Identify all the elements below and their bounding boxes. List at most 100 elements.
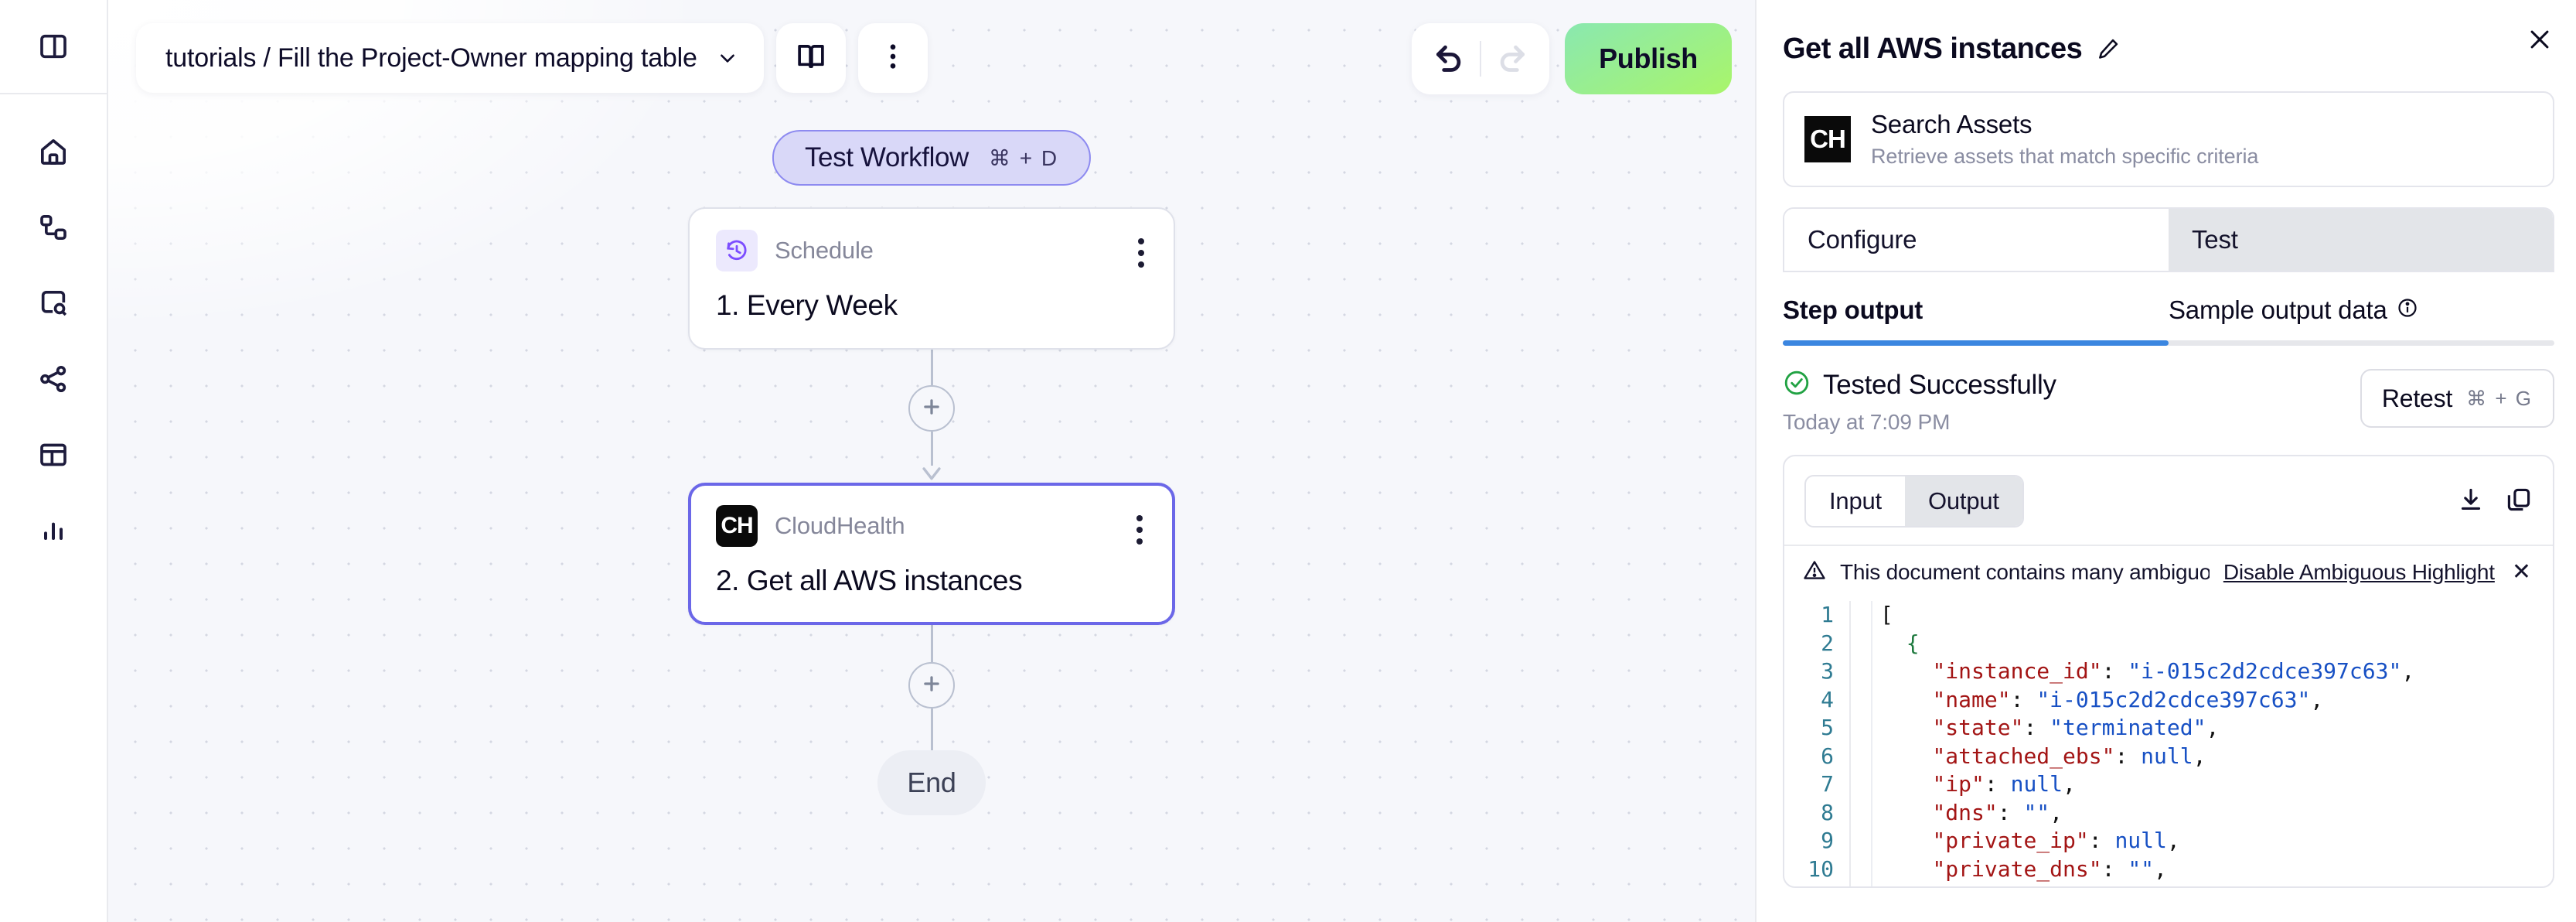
tab-test[interactable]: Test <box>2169 209 2553 271</box>
bar-chart-icon <box>38 515 69 546</box>
connector-line <box>930 709 933 750</box>
asset-card[interactable]: CH Search Assets Retrieve assets that ma… <box>1783 91 2554 187</box>
node-title: 2. Get all AWS instances <box>716 565 1023 596</box>
code-line: "private_ip": null, <box>1932 828 2180 853</box>
redo-button[interactable] <box>1481 23 1542 94</box>
tab-configure[interactable]: Configure <box>1784 209 2169 271</box>
segment-output[interactable]: Output <box>1904 476 2022 526</box>
segment-input[interactable]: Input <box>1829 487 1882 514</box>
check-circle-icon <box>1783 369 1811 401</box>
sidebar-item-workflows[interactable] <box>24 198 83 257</box>
ambiguous-unicode-warning: This document contains many ambiguous un… <box>1784 545 2553 596</box>
line-number: 1 <box>1821 602 1834 627</box>
node-menu-icon[interactable] <box>1132 511 1147 549</box>
end-node[interactable]: End <box>877 750 986 815</box>
asset-text: Search Assets Retrieve assets that match… <box>1871 110 2258 169</box>
rail-top <box>0 0 107 93</box>
breadcrumb-dropdown[interactable]: tutorials / Fill the Project-Owner mappi… <box>136 23 764 93</box>
disable-ambiguous-highlight-link[interactable]: Disable Ambiguous Highlight <box>2223 559 2495 584</box>
asset-description: Retrieve assets that match specific crit… <box>1871 145 2259 168</box>
sidebar-item-analytics[interactable] <box>24 501 83 560</box>
add-step-button-2[interactable] <box>908 662 955 709</box>
io-segmented-control: Input Output <box>1804 475 2024 528</box>
asset-name: Search Assets <box>1871 110 2033 138</box>
status-label: Tested Successfully <box>1823 369 2056 400</box>
line-number: 8 <box>1821 799 1834 825</box>
line-number: 7 <box>1821 771 1834 797</box>
add-step-button-1[interactable] <box>908 385 955 432</box>
toolbar-separator <box>1480 41 1482 77</box>
line-number: 5 <box>1821 715 1834 740</box>
retest-label: Retest <box>2381 384 2453 412</box>
code-actions <box>2457 486 2533 517</box>
code-line: "attached_ebs": null, <box>1932 743 2206 769</box>
test-workflow-button[interactable]: Test Workflow ⌘ + D <box>772 130 1092 186</box>
publish-button[interactable]: Publish <box>1565 23 1732 94</box>
page-title: Get all AWS instances <box>1783 32 2083 65</box>
home-icon <box>38 136 69 167</box>
node-title: 1. Every Week <box>716 289 898 321</box>
code-line: "name": "i-015c2d2cdce397c63", <box>1932 686 2324 712</box>
info-icon <box>2397 295 2418 325</box>
rail-divider <box>0 93 107 94</box>
node-type-label: CloudHealth <box>775 512 905 539</box>
test-status-row: Tested Successfully Today at 7:09 PM Ret… <box>1783 369 2554 435</box>
line-number-gutter: 12345678910111213 <box>1784 601 1849 886</box>
copy-icon[interactable] <box>2505 486 2533 517</box>
dismiss-warning-button[interactable]: ✕ <box>2511 559 2531 585</box>
subtab-sample-output-data[interactable]: Sample output data <box>2169 278 2554 340</box>
download-icon[interactable] <box>2457 486 2485 517</box>
more-options-button[interactable] <box>857 23 928 93</box>
pencil-icon[interactable] <box>2096 36 2121 61</box>
close-panel-button[interactable] <box>2527 26 2553 53</box>
code-lines: [ { "instance_id": "i-015c2d2cdce397c63"… <box>1849 601 2553 886</box>
sidebar-item-connections[interactable] <box>24 350 83 408</box>
subtab-label: Sample output data <box>2169 295 2387 324</box>
panel-subtabs: Step output Sample output data <box>1783 278 2554 340</box>
rail-items <box>0 94 107 560</box>
workflow-nodes-icon <box>38 212 69 243</box>
code-line: [ <box>1880 602 1893 627</box>
undo-button[interactable] <box>1419 23 1480 94</box>
workflow-node-cloudhealth[interactable]: CH CloudHealth 2. Get all AWS instances <box>688 483 1175 625</box>
retest-button[interactable]: Retest ⌘ + G <box>2360 369 2554 428</box>
line-number: 2 <box>1821 630 1834 656</box>
warning-message: This document contains many ambiguous un… <box>1840 559 2210 584</box>
canvas-topbar-right: Publish <box>1412 23 1732 94</box>
workflow-node-schedule[interactable]: Schedule 1. Every Week <box>688 207 1175 350</box>
book-icon <box>795 40 827 77</box>
table-icon <box>38 439 69 470</box>
sidebar-item-tables[interactable] <box>24 425 83 484</box>
connector-arrow-icon <box>918 466 945 483</box>
code-line: "ip": null, <box>1932 771 2076 797</box>
redo-icon <box>1494 40 1528 78</box>
subtab-step-output[interactable]: Step output <box>1783 278 2169 340</box>
sidebar-item-search[interactable] <box>24 274 83 333</box>
json-output-viewer[interactable]: 12345678910111213 [ { "instance_id": "i-… <box>1784 596 2553 886</box>
code-toolbar: Input Output <box>1784 456 2553 545</box>
documentation-button[interactable] <box>775 23 846 93</box>
panel-toggle-button[interactable] <box>24 17 83 76</box>
subtab-underline <box>1783 340 2554 346</box>
node-header: Schedule <box>716 229 1147 272</box>
cloudhealth-logo: CH <box>1804 116 1851 162</box>
connector-1 <box>688 350 1175 483</box>
code-line: "dns": "", <box>1932 799 2063 825</box>
workflow-flow: Schedule 1. Every Week <box>688 207 1175 815</box>
panel-tabs: Configure Test <box>1783 207 2554 272</box>
workflow-canvas[interactable]: tutorials / Fill the Project-Owner mappi… <box>108 0 1755 922</box>
line-number: 10 <box>1808 855 1834 882</box>
clock-schedule-icon <box>716 230 758 271</box>
code-line: "instance_id": "i-015c2d2cdce397c63", <box>1932 658 2415 684</box>
more-vertical-icon <box>877 40 909 77</box>
node-menu-icon[interactable] <box>1133 234 1149 272</box>
plus-icon <box>920 672 943 699</box>
node-header: CH CloudHealth <box>716 504 1147 548</box>
connector-line <box>930 350 933 385</box>
sidebar-item-home[interactable] <box>24 122 83 181</box>
panel-header: Get all AWS instances <box>1783 26 2554 71</box>
step-details-panel: Get all AWS instances CH Search Assets R… <box>1755 0 2576 922</box>
plus-icon <box>920 395 943 422</box>
test-status: Tested Successfully Today at 7:09 PM <box>1783 369 2056 435</box>
